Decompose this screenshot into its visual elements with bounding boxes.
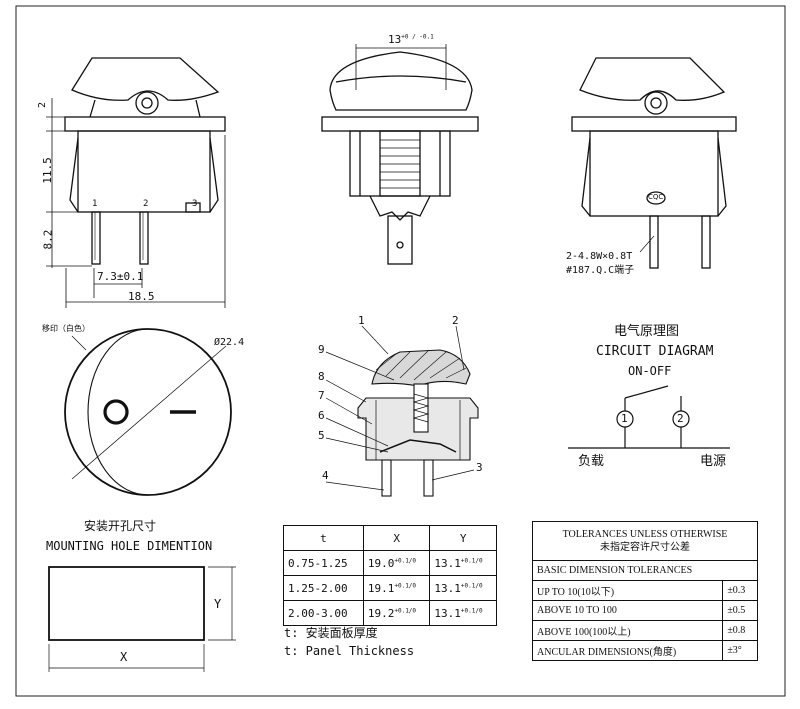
table-row: ANCULAR DIMENSIONS(角度) ±3° [531,640,758,661]
front-dim-width: 18.5 [128,290,155,303]
diameter-line [71,345,227,480]
round-view [64,328,232,496]
pt-cell-y: 13.1+0.1/0 [429,575,497,601]
terminal-note-1: 2-4.8W×0.8T [566,251,633,262]
side-dim-width: 13+0 / -0.1 [388,33,434,46]
callout-7: 7 [318,389,325,402]
tol-value: ±0.8 [722,620,758,641]
pivot-circle [135,91,159,115]
side-housing [349,130,451,197]
front-bezel [64,116,226,132]
cross-section [357,349,479,497]
pt-cell-t: 2.00-3.00 [283,600,364,626]
tol-title: TOLERANCES UNLESS OTHERWISE 未指定容许尺寸公差 [532,521,758,561]
pin-1 [91,211,101,265]
panel-note-en: t: Panel Thickness [284,644,415,658]
circuit-source-label: 电源 [700,454,727,469]
cert-mark-label: CQC [648,193,664,201]
callout-4: 4 [322,469,329,482]
tol-range: ABOVE 10 TO 100 [531,600,724,621]
table-row: ABOVE 10 TO 100 ±0.5 [531,600,758,621]
back-view [571,57,737,269]
rocker-cap [371,349,471,387]
callout-9: 9 [318,343,325,356]
round-outline [64,328,232,496]
side-terminal [387,215,413,265]
callout-2: 2 [452,314,459,327]
tol-title-cn: 未指定容许尺寸公差 [600,542,690,553]
mounting-title-en: MOUNTING HOLE DIMENTION [46,539,213,553]
pt-cell-y: 13.1+0.1/0 [429,550,497,576]
pt-cell-t: 1.25-2.00 [283,575,364,601]
table-row: 0.75-1.25 19.0+0.1/0 13.1+0.1/0 [283,550,497,576]
sheet-border [15,5,786,697]
cqc-mark [646,191,666,205]
front-dimension-lines [46,98,226,308]
tolerance-table: TOLERANCES UNLESS OTHERWISE 未指定容许尺寸公差 BA… [531,521,758,661]
switch-blade [624,385,669,399]
side-bezel [321,116,479,132]
table-row: ABOVE 100(100以上) ±0.8 [531,620,758,641]
pt-cell-x: 19.2+0.1/0 [362,600,431,626]
circuit-terminal-2-label: 2 [677,412,684,425]
tol-value: ±0.3 [722,580,758,601]
contact-arm [379,439,457,453]
panel-thickness-table: t X Y 0.75-1.25 19.0+0.1/0 13.1+0.1/0 1.… [283,525,497,626]
tol-value: ±3° [722,640,758,661]
callout-3: 3 [476,461,483,474]
tol-section: BASIC DIMENSION TOLERANCES [532,560,758,581]
mounting-x-label: X [120,650,128,664]
terminal-note-2: #187.Q.C端子 [566,265,635,276]
diameter-label: Ø22.4 [214,337,245,348]
spring [412,393,430,423]
off-mark [103,399,129,425]
pin-label-3: 3 [192,199,198,209]
pin-label-2: 2 [143,199,149,209]
circuit-terminal-1-label: 1 [621,412,628,425]
table-row: 1.25-2.00 19.1+0.1/0 13.1+0.1/0 [283,575,497,601]
pt-header-y: Y [429,525,497,551]
mounting-hole [48,566,236,672]
front-dim-pitch: 7.3±0.1 [97,270,144,283]
circuit-title-en: CIRCUIT DIAGRAM [596,344,714,359]
tol-title-en: TOLERANCES UNLESS OTHERWISE [562,529,728,540]
callout-8: 8 [318,370,325,383]
table-row: UP TO 10(10以下) ±0.3 [531,580,758,601]
pt-cell-t: 0.75-1.25 [283,550,364,576]
pt-cell-x: 19.0+0.1/0 [362,550,431,576]
tol-range: ANCULAR DIMENSIONS(角度) [531,640,724,661]
callout-leaders [325,325,475,491]
pin-label-1: 1 [92,199,98,209]
front-dim-pins: 8.2 [41,229,55,250]
side-view [321,51,479,265]
circuit-mode: ON-OFF [628,364,672,378]
tol-value: ±0.5 [722,600,758,621]
pt-cell-x: 19.1+0.1/0 [362,575,431,601]
circuit-title-cn: 电气原理图 [614,324,680,339]
front-dim-top: 2 [37,101,49,109]
pt-cell-y: 13.1+0.1/0 [429,600,497,626]
mounting-rect [48,566,205,641]
mounting-title-cn: 安装开孔尺寸 [84,519,157,533]
callout-6: 6 [318,409,325,422]
front-dim-body: 11.5 [40,157,54,184]
table-row: 2.00-3.00 19.2+0.1/0 13.1+0.1/0 [283,600,497,626]
side-dim-tol: +0 / -0.1 [401,33,434,41]
mounting-y-label: Y [214,597,222,611]
pin-2 [139,211,149,265]
tol-range: UP TO 10(10以下) [531,580,724,601]
front-view [64,57,226,265]
panel-note-cn: t: 安装面板厚度 [284,626,378,640]
tol-range: ABOVE 100(100以上) [531,620,724,641]
circuit-load-label: 负载 [578,454,605,469]
callout-5: 5 [318,429,325,442]
side-dimension [355,44,447,90]
circuit-diagram [568,385,730,449]
pt-header-t: t [283,525,364,551]
callout-1: 1 [358,314,365,327]
pt-header-x: X [362,525,431,551]
mark-label: 移印（白色） [42,324,90,333]
